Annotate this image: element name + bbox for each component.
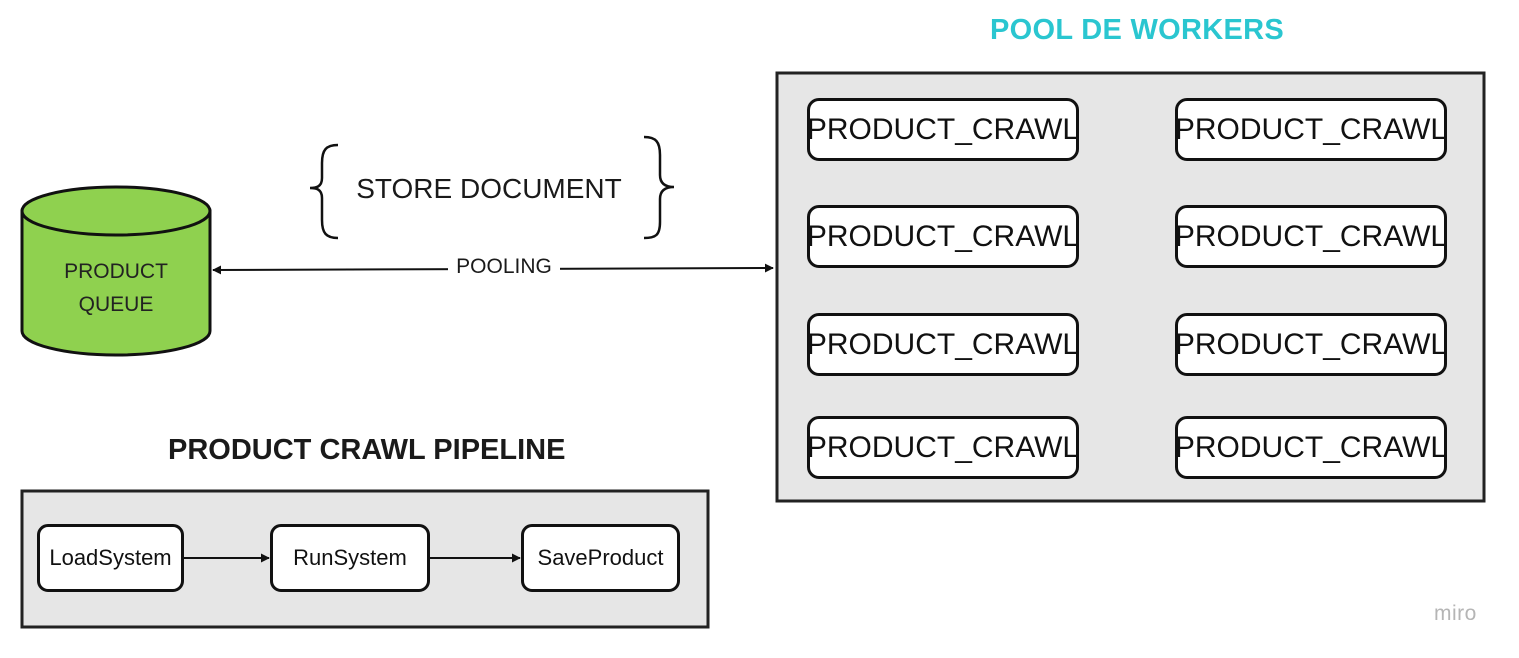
pipeline-title: PRODUCT CRAWL PIPELINE <box>168 434 566 466</box>
right-brace <box>643 135 675 240</box>
worker-node: PRODUCT_CRAWL <box>1175 313 1447 376</box>
miro-watermark: miro <box>1434 602 1477 625</box>
product-queue-label-line1: PRODUCT <box>64 260 168 283</box>
product-queue-label-line2: QUEUE <box>78 293 154 316</box>
pipeline-step-load-system: LoadSystem <box>37 524 184 592</box>
worker-node: PRODUCT_CRAWL <box>807 205 1079 268</box>
worker-pool-title: POOL DE WORKERS <box>990 14 1284 46</box>
worker-node: PRODUCT_CRAWL <box>807 98 1079 161</box>
store-document-label: STORE DOCUMENT <box>356 173 622 204</box>
product-queue-label: PRODUCT QUEUE <box>40 255 192 321</box>
worker-node: PRODUCT_CRAWL <box>807 416 1079 479</box>
pipeline-step-save-product: SaveProduct <box>521 524 680 592</box>
worker-node: PRODUCT_CRAWL <box>1175 416 1447 479</box>
left-brace <box>309 143 339 240</box>
product-queue-cylinder <box>20 185 212 357</box>
worker-node: PRODUCT_CRAWL <box>1175 98 1447 161</box>
worker-node: PRODUCT_CRAWL <box>1175 205 1447 268</box>
worker-node: PRODUCT_CRAWL <box>807 313 1079 376</box>
pipeline-step-run-system: RunSystem <box>270 524 430 592</box>
pooling-label: POOLING <box>448 255 560 279</box>
